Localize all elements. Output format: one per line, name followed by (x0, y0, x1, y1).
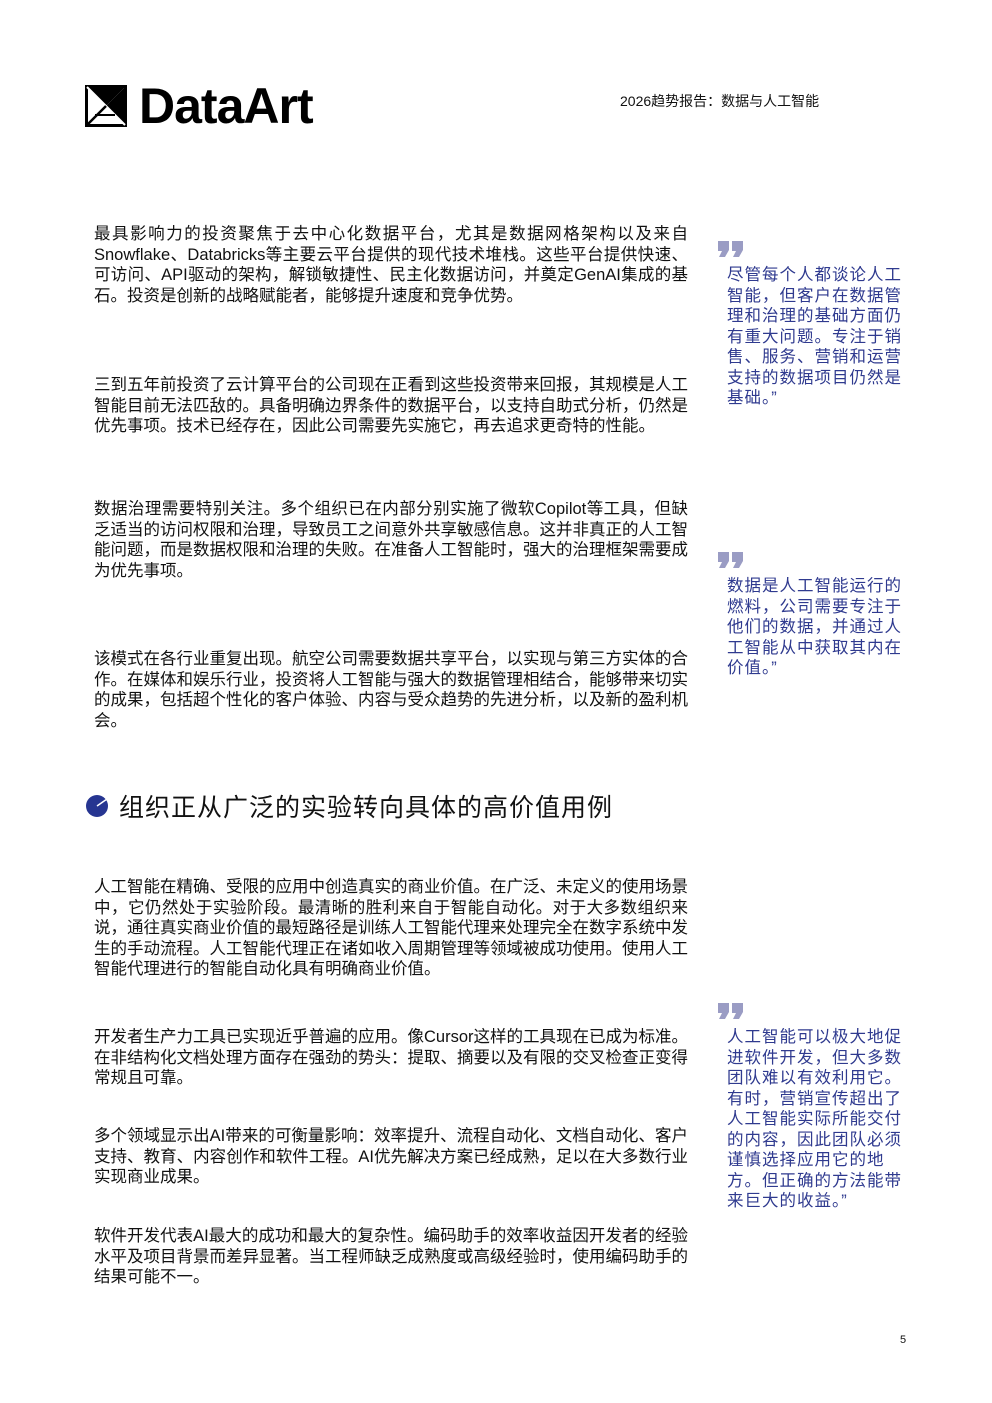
body-paragraph: 开发者生产力工具已实现近乎普遍的应用。像Cursor这样的工具现在已成为标准。在… (94, 1028, 689, 1087)
pull-quote-text: 数据是人工智能运行的燃料，公司需要专注于他们的数据，并通过人工智能从中获取其内在… (727, 577, 902, 677)
report-title: 2026趋势报告：数据与人工智能 (620, 93, 820, 109)
body-paragraph: 该模式在各行业重复出现。航空公司需要数据共享平台，以实现与第三方实体的合作。在媒… (94, 650, 688, 730)
body-paragraph: 软件开发代表AI最大的成功和最大的复杂性。编码助手的效率收益因开发者的经验水平及… (94, 1227, 688, 1286)
body-paragraph: 最具影响力的投资聚焦于去中心化数据平台，尤其是数据网格架构以及来自Snowfla… (94, 225, 688, 305)
dataart-logo-mark-icon (85, 85, 127, 127)
pull-quote: 尽管每个人都谈论人工智能，但客户在数据管理和治理的基础方面仍有重大问题。专注于销… (718, 241, 908, 409)
pull-quote: 数据是人工智能运行的燃料，公司需要专注于他们的数据，并通过人工智能从中获取其内在… (718, 552, 908, 679)
body-paragraph: 数据治理需要特别关注。多个组织已在内部分别实施了微软Copilot等工具，但缺乏… (94, 500, 688, 580)
section-heading-text: 组织正从广泛的实验转向具体的高价值用例 (119, 794, 614, 822)
pull-quote-text: 尽管每个人都谈论人工智能，但客户在数据管理和治理的基础方面仍有重大问题。专注于销… (727, 266, 902, 407)
body-paragraph: 人工智能在精确、受限的应用中创造真实的商业价值。在广泛、未定义的使用场景中，它仍… (94, 878, 688, 978)
quote-mark-icon (718, 552, 743, 568)
quote-mark-icon (718, 241, 743, 257)
quote-mark-icon (718, 1003, 743, 1019)
brand-name: DataArt (139, 78, 314, 134)
pull-quote: 人工智能可以极大地促进软件开发，但大多数团队难以有效利用它。有时，营销宣传超出了… (718, 1003, 908, 1212)
section-heading: 组织正从广泛的实验转向具体的高价值用例 (85, 788, 613, 824)
body-paragraph: 三到五年前投资了云计算平台的公司现在正看到这些投资带来回报，其规模是人工智能目前… (94, 376, 688, 435)
pull-quote-text: 人工智能可以极大地促进软件开发，但大多数团队难以有效利用它。有时，营销宣传超出了… (727, 1028, 902, 1210)
section-bullet-icon (86, 795, 108, 817)
body-paragraph: 多个领域显示出AI带来的可衡量影响：效率提升、流程自动化、文档自动化、客户支持、… (94, 1127, 688, 1186)
dataart-logo: DataArt (85, 78, 314, 134)
page-number: 5 (900, 1334, 907, 1346)
